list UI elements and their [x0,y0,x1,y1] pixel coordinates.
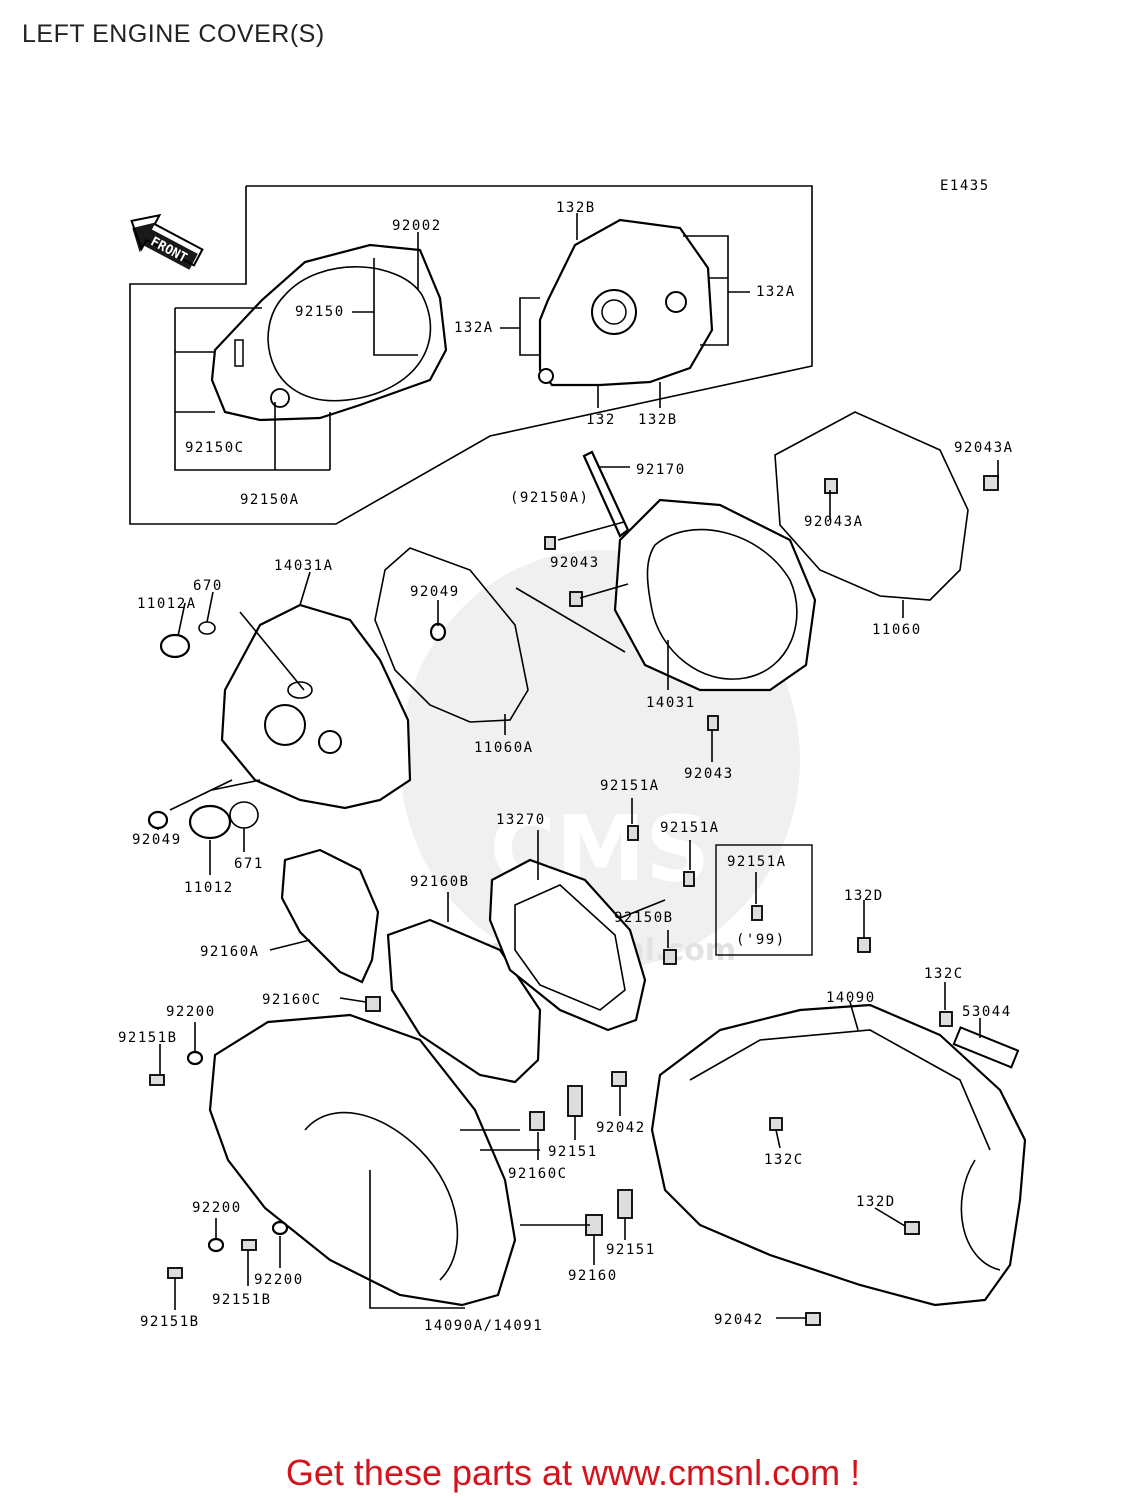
callout-92043A-right: 92043A [954,440,1014,456]
callout-132A-right: 132A [756,284,796,300]
callout-92151A-a: 92151A [600,778,660,794]
callout-92151-b: 92151 [606,1242,656,1258]
callout-92160A: 92160A [200,944,260,960]
callout-92151A-box: 92151A [727,854,787,870]
callout-92160B: 92160B [410,874,470,890]
leader-lines [157,213,999,1319]
callout-92160C-top: 92160C [262,992,322,1008]
callout-92160C-bottom: 92160C [508,1166,568,1182]
callout-92042-bottom: 92042 [714,1312,764,1328]
callout-92002: 92002 [392,218,442,234]
callout-14031: 14031 [646,695,696,711]
gasket-11060A [374,547,529,723]
callout-132D-bottom: 132D [856,1194,896,1210]
diagram-code: E1435 [940,178,990,194]
outer-cover-14090 [650,1003,1027,1307]
clutch-cover-14031 [613,498,817,692]
page-title: LEFT ENGINE COVER(S) [22,20,325,48]
callout-14031A: 14031A [274,558,334,574]
inner-cover-left [210,243,448,422]
callout-92200-mid: 92200 [192,1200,242,1216]
callout-92151A-b: 92151A [660,820,720,836]
callout-92170: 92170 [636,462,686,478]
callout-92150C: 92150C [185,440,245,456]
callout-92049-bottom: 92049 [132,832,182,848]
year-variant-box [715,844,813,956]
callout-132D-top: 132D [844,888,884,904]
callout-92151B-mid: 92151B [212,1292,272,1308]
callout-92150B: 92150B [614,910,674,926]
callout-14090A-14091: 14090A/14091 [424,1318,543,1334]
callout-92049-top: 92049 [410,584,460,600]
callout-92043-lower: 92043 [684,766,734,782]
callout-92160: 92160 [568,1268,618,1284]
callout-92150A-paren: (92150A) [510,490,589,506]
plate-92160B [386,918,542,1084]
callout-132C-top: 132C [924,966,964,982]
outer-cover-14090A [208,1013,517,1307]
callout-92042-mid: 92042 [596,1120,646,1136]
callout-670: 670 [193,578,223,594]
callout-11060: 11060 [872,622,922,638]
gasket-11060 [774,411,969,601]
callout-92043A-inner: 92043A [804,514,864,530]
callout-132B-bottom: 132B [638,412,678,428]
front-arrow-icon: FRONT [130,213,204,270]
top-region-frame [129,185,813,525]
callout-92200-bottom: 92200 [254,1272,304,1288]
callout-11012: 11012 [184,880,234,896]
callout-92151-a: 92151 [548,1144,598,1160]
callout-92200-top: 92200 [166,1004,216,1020]
part-92170 [582,450,630,538]
callout-13270: 13270 [496,812,546,828]
heat-shield-92160A [280,848,380,984]
callout-99: ('99) [736,932,786,948]
callout-92043-mid: 92043 [550,555,600,571]
parts-cta-link[interactable]: Get these parts at www.cmsnl.com ! [285,1452,861,1493]
callout-53044: 53044 [962,1004,1012,1020]
callout-132C-mid: 132C [764,1152,804,1168]
callout-92150: 92150 [295,304,345,320]
callout-671: 671 [234,856,264,872]
callout-14090: 14090 [826,990,876,1006]
callout-92151B-bottom: 92151B [140,1314,200,1330]
callout-132B-top: 132B [556,200,596,216]
callout-132: 132 [586,412,616,428]
callout-11012A: 11012A [137,596,197,612]
callout-132A-left: 132A [454,320,494,336]
callout-11060A: 11060A [474,740,534,756]
plate-13270 [488,858,647,1032]
callout-92151B-top: 92151B [118,1030,178,1046]
callout-92150A-top: 92150A [240,492,300,508]
inner-cover-right [538,218,714,387]
